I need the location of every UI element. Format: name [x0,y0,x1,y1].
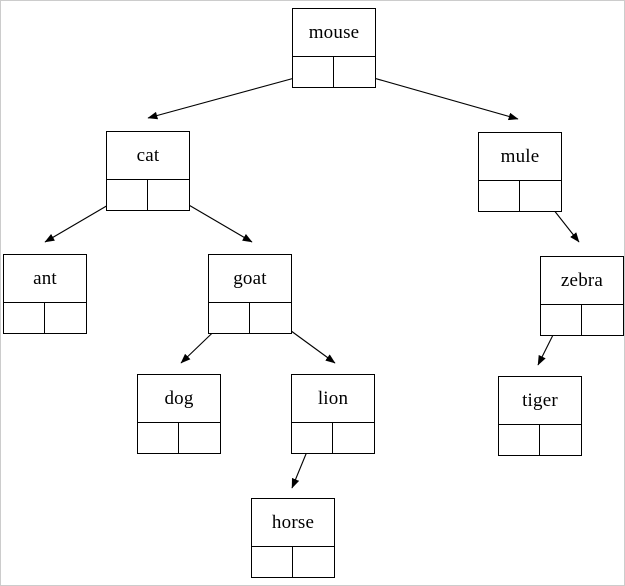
node-label-cat: cat [107,132,189,180]
left-pointer-cell-goat[interactable] [209,303,250,333]
right-pointer-cell-cat[interactable] [148,180,189,210]
right-pointer-cell-lion[interactable] [333,423,374,453]
node-pointer-cells-lion [292,423,374,453]
left-pointer-cell-ant[interactable] [4,303,45,333]
node-pointer-cells-ant [4,303,86,333]
tree-node-zebra[interactable]: zebra [540,256,624,336]
node-pointer-cells-horse [252,547,334,577]
left-pointer-cell-cat[interactable] [107,180,148,210]
tree-node-mule[interactable]: mule [478,132,562,212]
node-label-ant: ant [4,255,86,303]
node-label-horse: horse [252,499,334,547]
node-pointer-cells-goat [209,303,291,333]
node-label-lion: lion [292,375,374,423]
node-pointer-cells-mule [479,181,561,211]
right-pointer-cell-tiger[interactable] [540,425,581,455]
right-pointer-cell-ant[interactable] [45,303,86,333]
edge-mouse-to-mule [355,72,519,121]
right-pointer-cell-horse[interactable] [293,547,334,577]
node-pointer-cells-mouse [293,57,375,87]
node-label-mouse: mouse [293,9,375,57]
tree-node-cat[interactable]: cat [106,131,190,211]
left-pointer-cell-mule[interactable] [479,181,520,211]
tree-node-mouse[interactable]: mouse [292,8,376,88]
node-label-zebra: zebra [541,257,623,305]
right-pointer-cell-goat[interactable] [250,303,291,333]
node-pointer-cells-zebra [541,305,623,335]
node-pointer-cells-tiger [499,425,581,455]
left-pointer-cell-mouse[interactable] [293,57,334,87]
node-label-tiger: tiger [499,377,581,425]
left-pointer-cell-zebra[interactable] [541,305,582,335]
left-pointer-cell-tiger[interactable] [499,425,540,455]
node-pointer-cells-cat [107,180,189,210]
left-pointer-cell-lion[interactable] [292,423,333,453]
tree-node-ant[interactable]: ant [3,254,87,334]
left-pointer-cell-dog[interactable] [138,423,179,453]
node-label-dog: dog [138,375,220,423]
edge-mouse-to-cat [147,72,314,120]
tree-node-goat[interactable]: goat [208,254,292,334]
tree-node-tiger[interactable]: tiger [498,376,582,456]
node-label-mule: mule [479,133,561,181]
left-pointer-cell-horse[interactable] [252,547,293,577]
node-label-goat: goat [209,255,291,303]
node-pointer-cells-dog [138,423,220,453]
tree-node-dog[interactable]: dog [137,374,221,454]
right-pointer-cell-dog[interactable] [179,423,220,453]
right-pointer-cell-mule[interactable] [520,181,561,211]
right-pointer-cell-zebra[interactable] [582,305,623,335]
tree-node-lion[interactable]: lion [291,374,375,454]
right-pointer-cell-mouse[interactable] [334,57,375,87]
tree-node-horse[interactable]: horse [251,498,335,578]
